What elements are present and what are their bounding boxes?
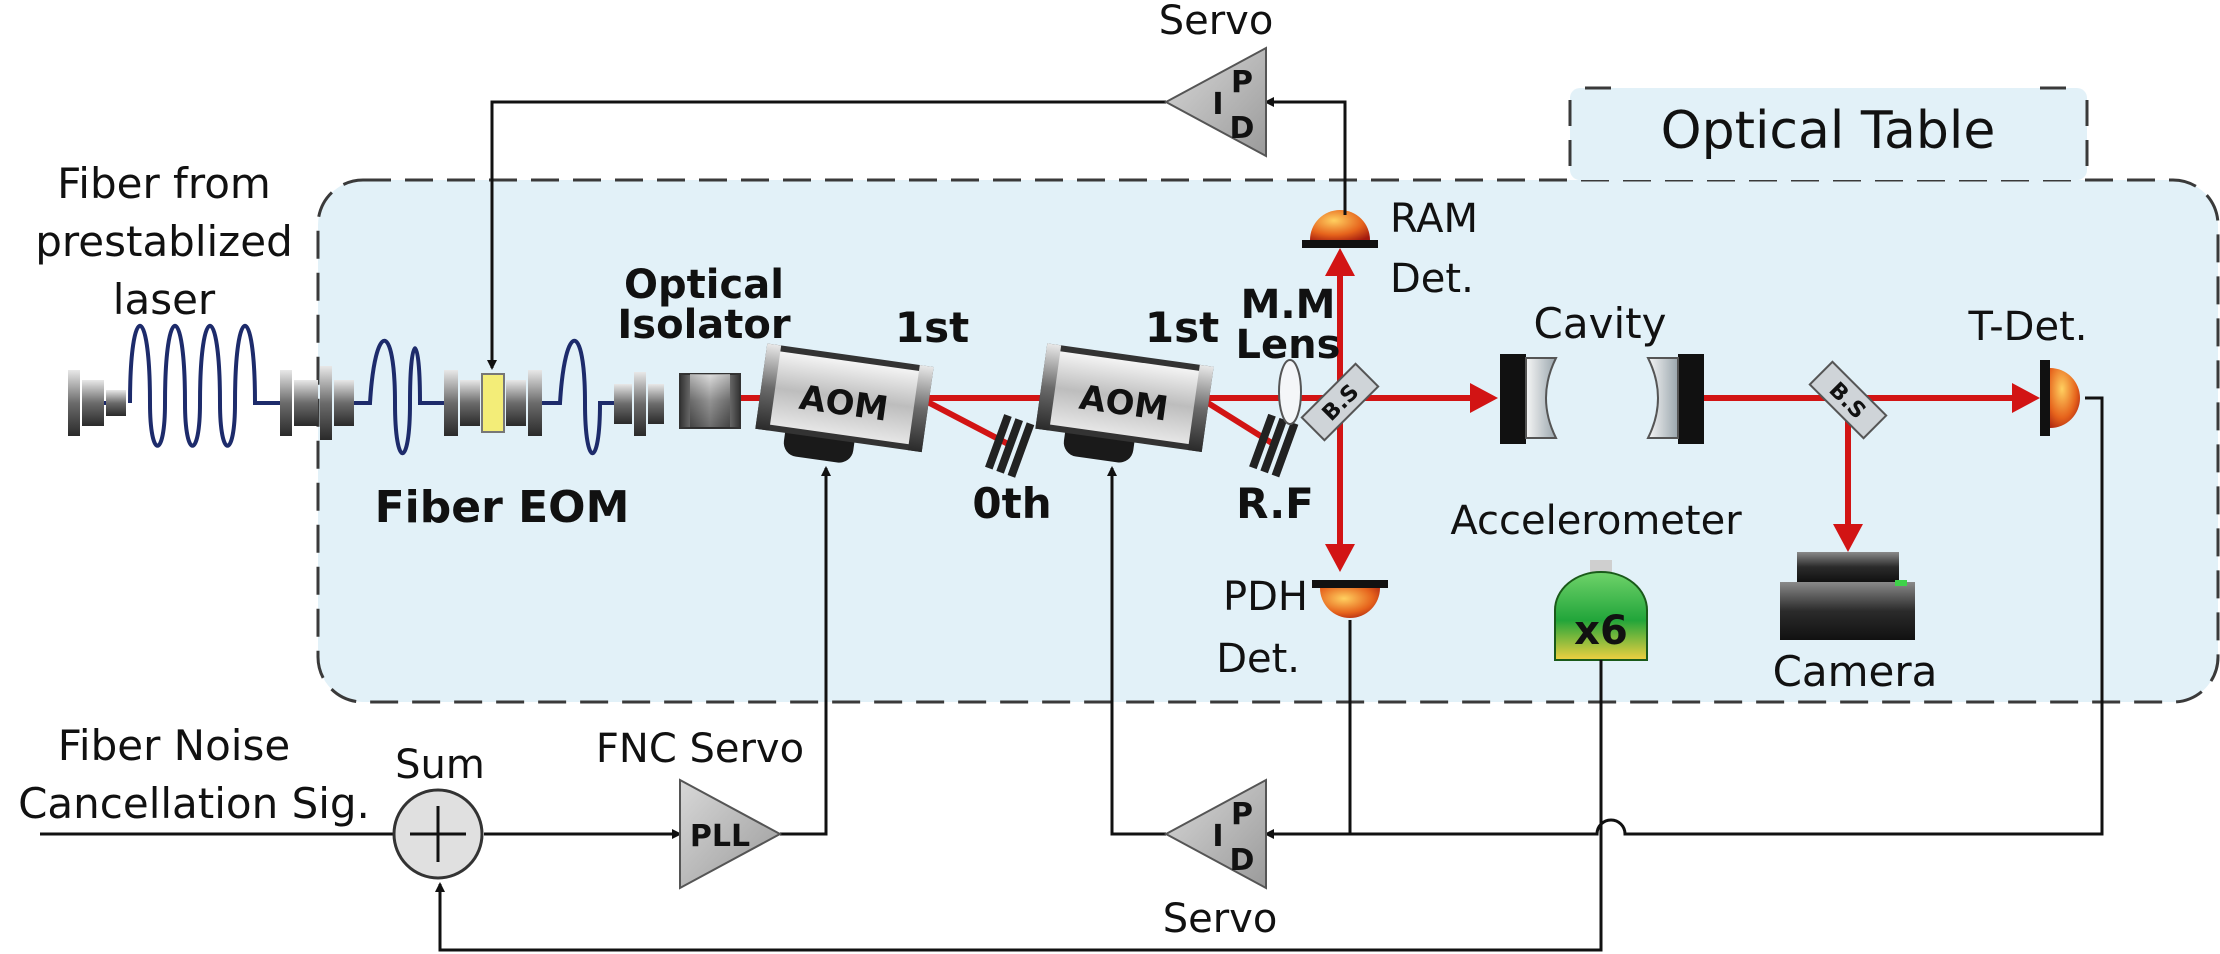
optical-isolator-label-line1: Optical xyxy=(624,262,784,308)
optical-table-label-box: Optical Table xyxy=(1568,86,2089,180)
t-det-label: T-Det. xyxy=(1967,304,2087,350)
servo-top-i: I xyxy=(1212,87,1223,122)
fnc-signal-label-line1: Fiber Noise xyxy=(58,721,290,770)
servo-bottom-p: P xyxy=(1231,797,1253,832)
optical-table-label: Optical Table xyxy=(1661,101,1996,161)
servo-bottom-i: I xyxy=(1212,819,1223,854)
pdh-det-label-line1: PDH xyxy=(1223,574,1308,620)
ram-detector xyxy=(1302,210,1378,248)
rf-label: R.F xyxy=(1236,479,1314,528)
aom-2: AOM xyxy=(1035,343,1214,463)
cavity-mirror-right xyxy=(1646,354,1704,444)
fnc-servo-label: FNC Servo xyxy=(596,726,804,772)
servo-top-pid: P I D xyxy=(1163,46,1267,158)
pll-text: PLL xyxy=(690,819,750,854)
fiber-input-label-line2: prestablized xyxy=(35,217,292,266)
electrical-wiring xyxy=(40,97,2104,952)
servo-bottom-d: D xyxy=(1230,843,1255,878)
ram-det-label-line1: RAM xyxy=(1390,196,1478,242)
pdh-detector xyxy=(1312,580,1388,618)
sum-label: Sum xyxy=(395,742,485,788)
optical-isolator-label-line2: Isolator xyxy=(617,302,790,348)
beam-arrowheads xyxy=(1325,248,2040,572)
aom-1: AOM xyxy=(755,343,934,463)
camera xyxy=(1780,552,1915,640)
camera-label: Camera xyxy=(1773,647,1938,696)
fiber-connector-pair-2 xyxy=(614,372,664,436)
aom-2-order-label: 1st xyxy=(1145,303,1219,352)
fnc-signal-label-line2: Cancellation Sig. xyxy=(18,779,370,828)
servo-bottom-label: Servo xyxy=(1163,896,1278,942)
servo-top-label: Servo xyxy=(1159,0,1274,44)
cavity-mirror-left xyxy=(1500,354,1558,444)
sum-junction xyxy=(392,788,484,880)
optical-isolator xyxy=(679,373,741,429)
servo-bottom-pid: P I D xyxy=(1163,778,1267,890)
pdh-det-label-line2: Det. xyxy=(1216,636,1300,682)
ram-det-label-line2: Det. xyxy=(1390,256,1474,302)
fiber-connector-pair-1 xyxy=(280,366,354,440)
mm-lens-label-line2: Lens xyxy=(1236,322,1341,368)
fiber-connector-input xyxy=(68,370,126,436)
fiber-eom xyxy=(444,370,542,436)
zeroth-order-beam-dump xyxy=(985,414,1035,478)
aom-1-order-label: 1st xyxy=(895,303,969,352)
fiber-input-label-line1: Fiber from xyxy=(57,159,271,208)
zeroth-order-label: 0th xyxy=(972,479,1051,528)
accelerometer-label: Accelerometer xyxy=(1450,498,1742,544)
mode-matching-lens xyxy=(1278,359,1302,425)
fiber-input-label-line3: laser xyxy=(113,275,216,324)
servo-top-p: P xyxy=(1231,65,1253,100)
transmission-detector xyxy=(2040,360,2080,436)
fiber-eom-label: Fiber EOM xyxy=(375,482,630,533)
pll-block: PLL xyxy=(679,778,783,890)
accelerometer-x6-label: x6 xyxy=(1574,608,1628,654)
cavity-label: Cavity xyxy=(1534,299,1667,348)
servo-top-d: D xyxy=(1230,111,1255,146)
rf-beam-dump xyxy=(1249,413,1299,478)
mm-lens-label-line1: M.M xyxy=(1241,282,1336,328)
accelerometer: x6 xyxy=(1554,560,1648,661)
